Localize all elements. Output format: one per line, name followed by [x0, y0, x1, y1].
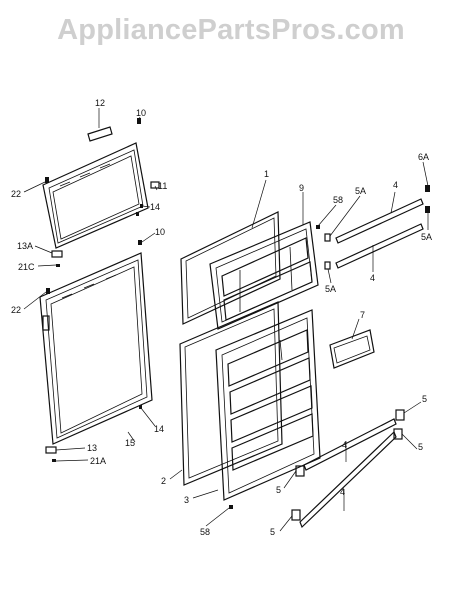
screw-part-21c	[56, 264, 60, 267]
callout-10a: 10	[136, 108, 146, 118]
callout-58b: 58	[200, 527, 210, 537]
end-cap-part-6a-2	[425, 206, 430, 213]
callout-15: 15	[125, 438, 135, 448]
callout-5a-low: 5A	[325, 284, 336, 294]
callout-9: 9	[299, 183, 304, 193]
screw-part-22a	[45, 177, 49, 183]
end-cap-part-5-l2	[291, 509, 301, 521]
watermark-text: AppliancePartsPros.com	[57, 14, 405, 46]
fresh-food-door-panel	[39, 252, 153, 445]
callout-5-r1: 5	[422, 394, 427, 404]
dairy-door-part-7	[329, 329, 375, 369]
freezer-door-panel	[42, 142, 149, 249]
callout-21a: 21A	[90, 456, 106, 466]
callout-14b: 14	[154, 424, 164, 434]
screws-part-14a	[136, 204, 143, 216]
lower-shelf-bar-2	[299, 430, 397, 529]
callout-21c: 21C	[18, 262, 35, 272]
lower-shelf-bar-1	[303, 418, 397, 471]
callout-5-l1: 5	[276, 485, 281, 495]
callout-7: 7	[360, 310, 365, 320]
callout-6a: 6A	[418, 152, 429, 162]
callout-5a-top: 5A	[355, 186, 366, 196]
callout-13: 13	[87, 443, 97, 453]
callout-22a: 22	[11, 189, 21, 199]
callout-58a: 58	[333, 195, 343, 205]
freezer-door-gasket	[180, 211, 281, 325]
callout-11: 11	[158, 181, 167, 191]
callout-5a-right: 5A	[421, 232, 432, 242]
fresh-food-door-gasket	[179, 301, 283, 486]
callout-4d: 4	[340, 487, 345, 497]
screw-part-22b	[46, 288, 50, 294]
hinge-pin-part-11	[150, 181, 160, 189]
upper-shelf-bar-2	[335, 223, 424, 269]
hinge-part-13	[45, 446, 57, 454]
callout-13a: 13A	[17, 241, 33, 251]
upper-shelf-bar-1	[335, 198, 424, 244]
screw-part-14b	[139, 405, 142, 409]
end-cap-part-6a-1	[425, 185, 430, 192]
callout-4b: 4	[370, 273, 375, 283]
callout-4c: 4	[342, 440, 347, 450]
callout-2: 2	[161, 476, 166, 486]
screw-part-58b	[229, 505, 233, 509]
freezer-inner-door-liner	[209, 221, 319, 330]
screw-part-58a	[316, 225, 320, 229]
callout-4a: 4	[393, 180, 398, 190]
hinge-part-13a	[51, 250, 63, 258]
fresh-food-inner-door-liner	[215, 309, 321, 501]
callout-10b: 10	[155, 227, 165, 237]
end-cap-part-5-r1	[395, 409, 405, 421]
callout-5-l2: 5	[270, 527, 275, 537]
screw-part-21a	[52, 459, 56, 462]
callout-22b: 22	[11, 305, 21, 315]
shelf-end-cap-part-5a-upper	[324, 233, 331, 242]
small-plate-part-12	[87, 126, 113, 142]
callout-1: 1	[264, 169, 269, 179]
callout-labels: 12 10 22 11 14 13A 21C 10 22 14 15 13 21…	[11, 98, 432, 537]
screw-part-10a	[137, 118, 141, 124]
callout-5-r2: 5	[418, 442, 423, 452]
callout-14a: 14	[150, 202, 160, 212]
callout-12: 12	[95, 98, 105, 108]
screw-part-10b	[138, 240, 142, 245]
shelf-end-cap-part-5a-lower	[324, 261, 331, 270]
leader-lines	[23, 108, 429, 532]
callout-3: 3	[184, 495, 189, 505]
